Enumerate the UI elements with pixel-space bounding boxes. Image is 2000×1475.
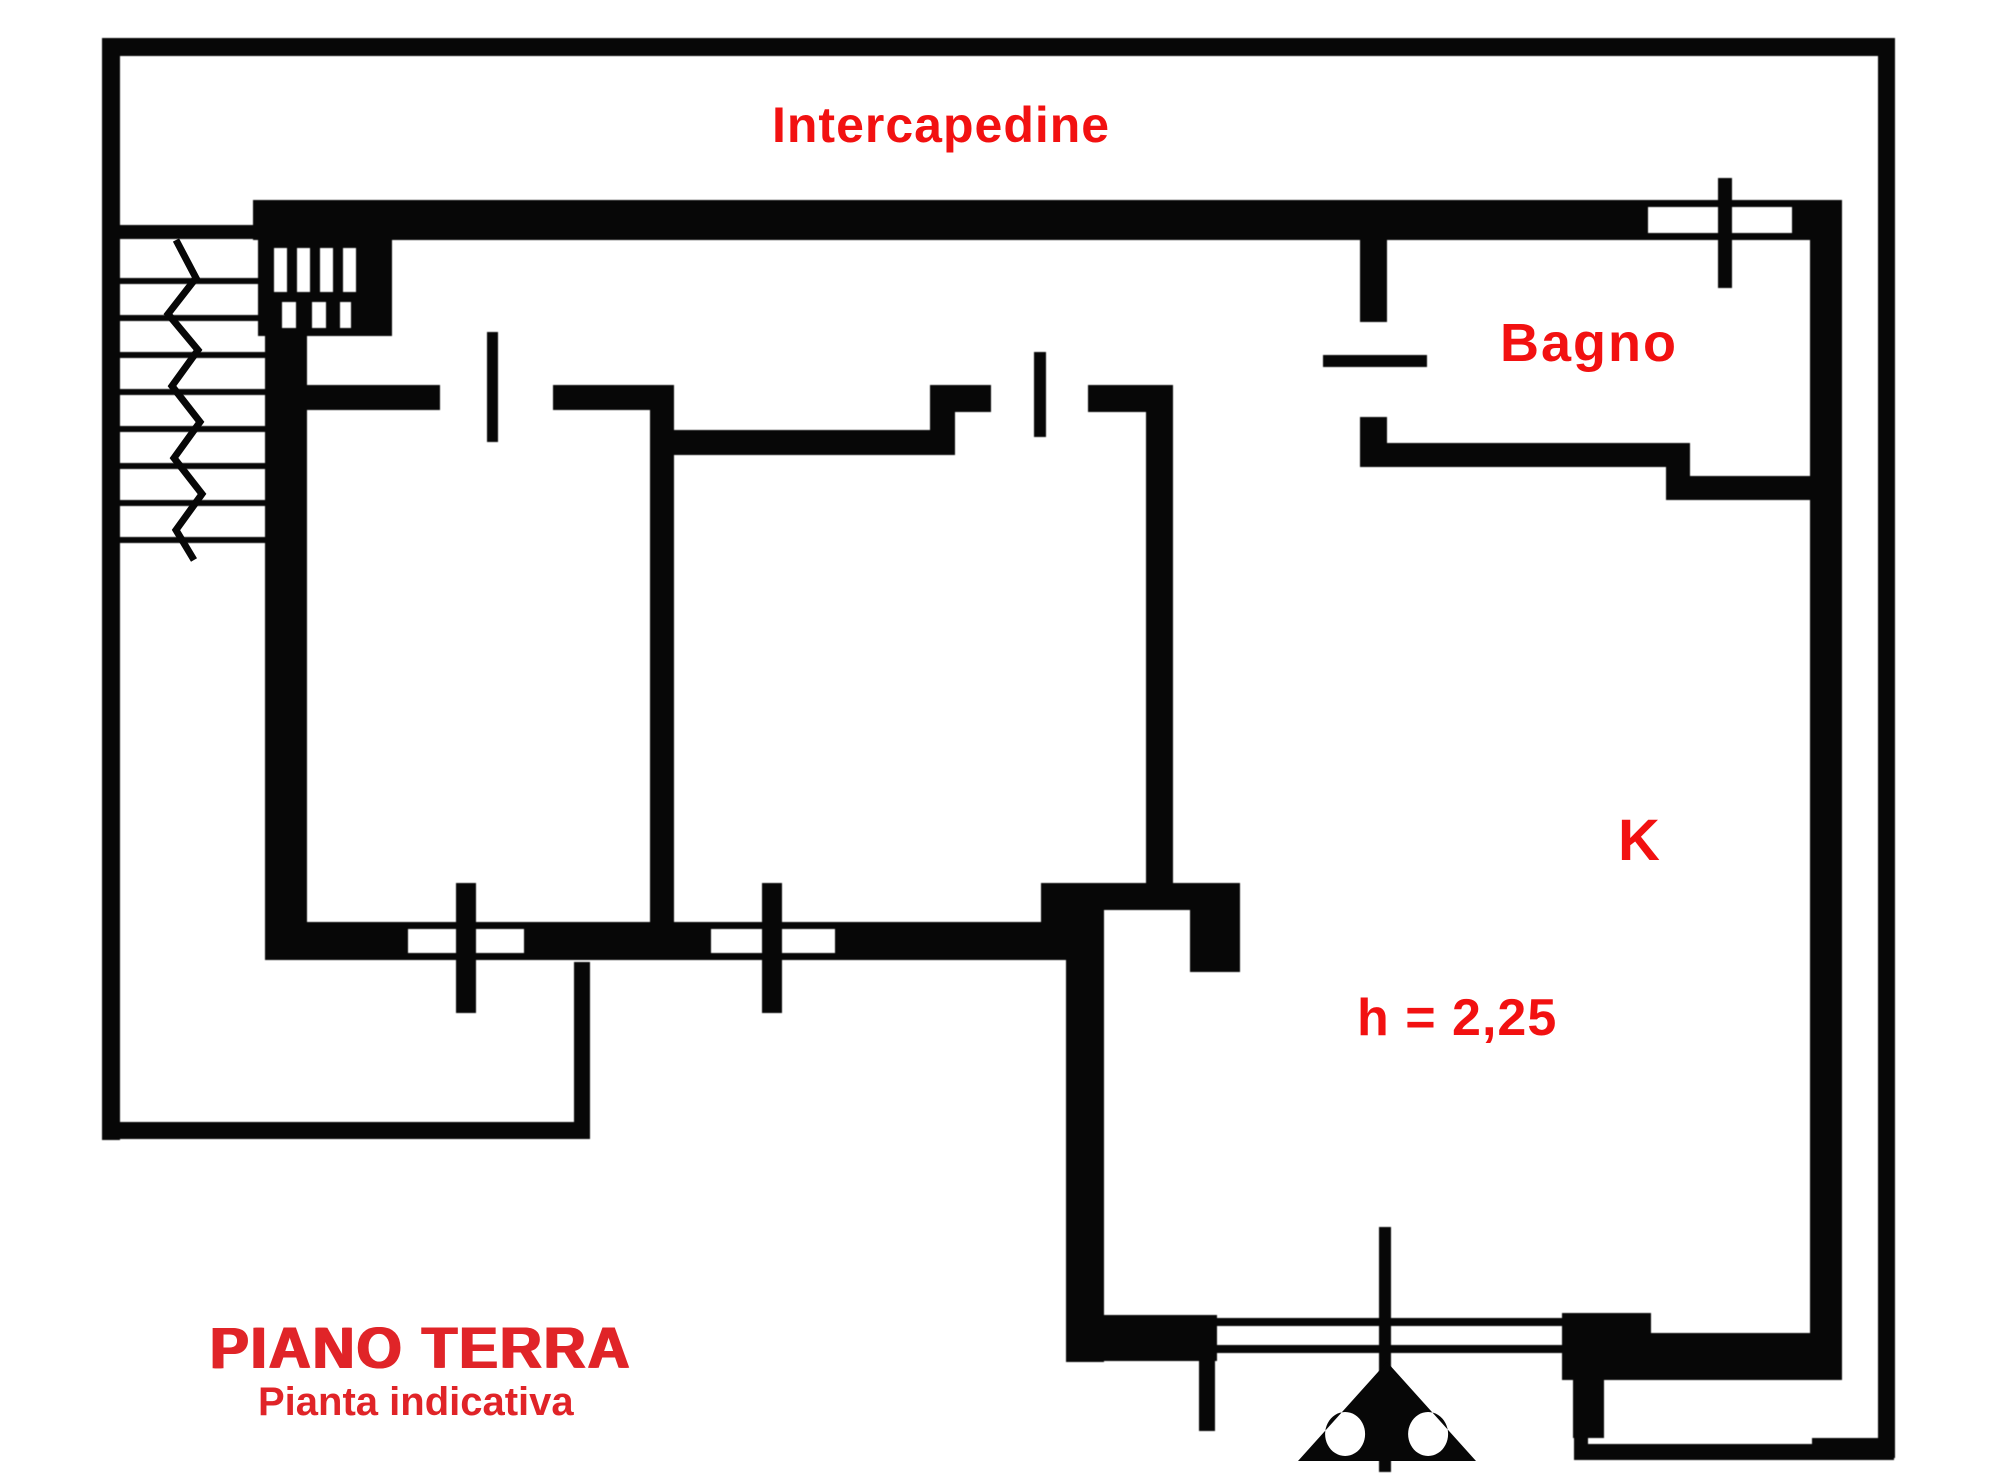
bottom-wall: [835, 922, 1075, 960]
room1-top-wall: [303, 385, 440, 410]
entry-wall-stub: [1573, 1380, 1604, 1438]
outer-border-block: [1812, 1438, 1892, 1460]
stair-tread: [120, 500, 265, 506]
k-west-wall: [1066, 910, 1104, 1362]
bottom-wall: [524, 922, 711, 960]
outer-border-top: [102, 38, 1895, 56]
plan-title: PIANO TERRA: [210, 1316, 632, 1381]
bagno-bottom-wall: [1360, 443, 1666, 467]
stair-hatch-slit: [340, 302, 351, 328]
stair-hatch-slit: [343, 248, 356, 292]
label-ceiling-height: h = 2,25: [1357, 989, 1558, 1047]
stair-hatch-slit: [297, 248, 310, 292]
stair-hatch-slit: [320, 248, 333, 292]
hall-divider-wall: [1146, 410, 1173, 887]
entry-arrow-line: [1379, 1227, 1391, 1472]
bagno-wall-step: [1666, 443, 1690, 500]
entry-wall: [1562, 1313, 1651, 1380]
bottom-wall: [265, 922, 408, 960]
stair-tread: [120, 352, 265, 358]
room-divider-wall: [650, 410, 674, 940]
k-bottom-wall: [1651, 1333, 1842, 1380]
stair-tread: [120, 315, 265, 321]
stair-hatch-slit: [282, 302, 296, 328]
room2-top-wall: [674, 430, 933, 455]
room2-top-wall-step: [930, 405, 955, 455]
label-intercapedine: Intercapedine: [772, 97, 1111, 153]
entry-wall: [1066, 1315, 1217, 1361]
stair-landing-edge: [115, 225, 253, 239]
room2-top-wall: [1088, 385, 1173, 412]
hall-wall-stub: [1190, 910, 1240, 972]
stair-tread: [120, 278, 265, 284]
plan-subtitle: Pianta indicativa: [258, 1380, 574, 1424]
stair-tread: [120, 426, 265, 432]
door-leaf: [487, 332, 498, 442]
window-mullion: [1718, 178, 1732, 288]
entry-wall-stub: [1199, 1361, 1215, 1431]
stair-tread: [120, 389, 265, 395]
stair-tread: [120, 537, 265, 543]
outer-border-left: [102, 38, 120, 1140]
outer-border-step-left: [574, 962, 590, 1130]
door-leaf: [1323, 355, 1427, 367]
label-kitchen-k: K: [1618, 808, 1660, 873]
stair-hatch-slit: [312, 302, 326, 328]
label-bagno: Bagno: [1500, 313, 1678, 373]
stair-tread: [120, 463, 265, 469]
room1-top-wall: [553, 385, 674, 410]
door-leaf: [1034, 352, 1046, 437]
window-mullion: [762, 883, 782, 1013]
bagno-wall: [1360, 240, 1387, 322]
stair-hatch-slit: [274, 248, 287, 292]
right-wall: [1810, 200, 1842, 1380]
outer-border-bottom-left: [102, 1122, 590, 1139]
window-mullion: [456, 883, 476, 1013]
top-wall: [253, 200, 1648, 240]
bagno-bottom-wall: [1690, 476, 1810, 500]
outer-border-right: [1878, 38, 1895, 1458]
